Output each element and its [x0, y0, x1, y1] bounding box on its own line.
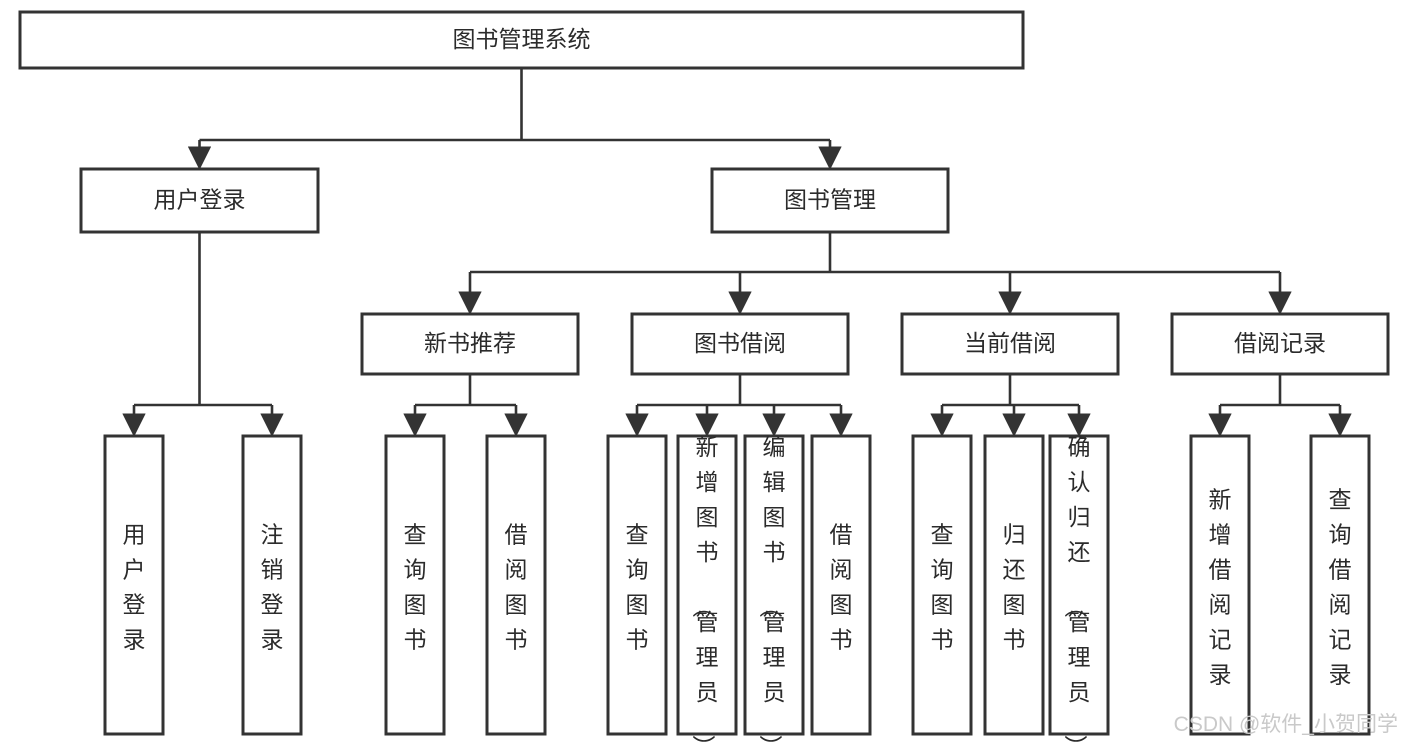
csdn-watermark: CSDN @软件_小贺同学 — [1174, 713, 1398, 736]
node-book-borrow[interactable]: 图书借阅 — [630, 312, 850, 376]
node-label: 用户登录 — [123, 521, 146, 652]
node-label: 借阅图书 — [830, 521, 853, 652]
node-label: 编辑图书（管理员） — [758, 434, 786, 747]
node-new-book-recommend[interactable]: 新书推荐 — [360, 312, 580, 376]
node-leaf-borrow-book-2[interactable]: 借阅图书 — [810, 434, 872, 736]
node-label: 归还图书 — [1003, 521, 1026, 652]
node-label: 注销登录 — [261, 521, 284, 652]
node-label: 查询图书 — [931, 521, 954, 652]
node-label: 图书借阅 — [694, 330, 786, 356]
node-label: 新增图书（管理员） — [691, 434, 719, 747]
node-label: 图书管理 — [784, 187, 876, 213]
node-user-login[interactable]: 用户登录 — [79, 167, 320, 234]
node-label: 借阅图书 — [505, 521, 528, 652]
node-borrow-record[interactable]: 借阅记录 — [1170, 312, 1390, 376]
node-leaf-user-logout[interactable]: 注销登录 — [241, 434, 303, 736]
node-label: 当前借阅 — [964, 330, 1056, 356]
node-current-borrow[interactable]: 当前借阅 — [900, 312, 1120, 376]
node-leaf-user-login[interactable]: 用户登录 — [103, 434, 165, 736]
node-leaf-add-record[interactable]: 新增借阅记录 — [1189, 434, 1251, 736]
node-label: 查询借阅记录 — [1329, 486, 1352, 687]
node-leaf-return-book[interactable]: 归还图书 — [983, 434, 1045, 736]
node-label: 新书推荐 — [424, 330, 516, 356]
node-label: 借阅记录 — [1234, 330, 1326, 356]
node-leaf-confirm-return[interactable]: 确认归还（管理员） — [1048, 434, 1110, 752]
node-label: 图书管理系统 — [453, 26, 591, 52]
node-book-manage[interactable]: 图书管理 — [710, 167, 950, 234]
node-label: 查询图书 — [626, 521, 649, 652]
connector-lines — [122, 68, 1352, 437]
node-leaf-borrow-book-1[interactable]: 借阅图书 — [485, 434, 547, 736]
node-leaf-query-book-1[interactable]: 查询图书 — [384, 434, 446, 736]
node-leaf-query-record[interactable]: 查询借阅记录 — [1309, 434, 1371, 736]
node-label: 查询图书 — [404, 521, 427, 652]
node-boxes: 图书管理系统用户登录图书管理新书推荐图书借阅当前借阅借阅记录用户登录注销登录查询… — [18, 10, 1390, 752]
node-leaf-edit-book[interactable]: 编辑图书（管理员） — [743, 434, 805, 752]
node-root[interactable]: 图书管理系统 — [18, 10, 1025, 70]
node-label: 新增借阅记录 — [1209, 486, 1232, 687]
node-label: 用户登录 — [154, 187, 246, 213]
node-leaf-query-book-3[interactable]: 查询图书 — [911, 434, 973, 736]
node-leaf-query-book-2[interactable]: 查询图书 — [606, 434, 668, 736]
node-leaf-add-book[interactable]: 新增图书（管理员） — [676, 434, 738, 752]
